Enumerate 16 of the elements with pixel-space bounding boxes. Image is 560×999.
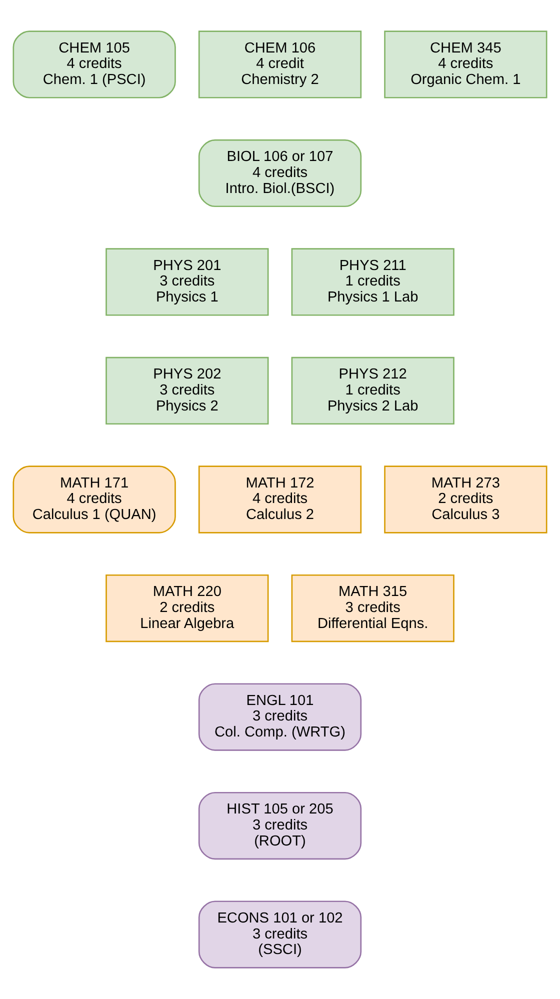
node-box: BIOL 106 or 107 4 credits Intro. Biol.(BSCI): [198, 139, 362, 208]
node-box: ENGL 101 3 credits Col. Comp. (WRTG): [198, 683, 362, 751]
node-box: ECONS 101 or 102 3 credits (SSCI): [198, 900, 362, 968]
node-box: CHEM 105 4 credits Chem. 1 (PSCI): [12, 30, 176, 98]
node-box: MATH 315 3 credits Differential Eqns.: [291, 574, 454, 642]
node-box: CHEM 106 4 credit Chemistry 2: [198, 30, 362, 98]
node-box: PHYS 212 1 credits Physics 2 Lab: [291, 356, 454, 425]
node-box: HIST 105 or 205 3 credits (ROOT): [198, 792, 362, 860]
node-box: MATH 273 2 credits Calculus 3: [384, 466, 548, 534]
node-box: CHEM 345 4 credits Organic Chem. 1: [384, 30, 548, 98]
node-box: PHYS 211 1 credits Physics 1 Lab: [291, 248, 454, 316]
node-box: MATH 172 4 credits Calculus 2: [198, 466, 362, 534]
node-box: PHYS 201 3 credits Physics 1: [106, 248, 269, 316]
node-box: MATH 171 4 credits Calculus 1 (QUAN): [12, 466, 176, 534]
node-box: PHYS 202 3 credits Physics 2: [106, 356, 269, 425]
node-box: MATH 220 2 credits Linear Algebra: [106, 574, 269, 642]
